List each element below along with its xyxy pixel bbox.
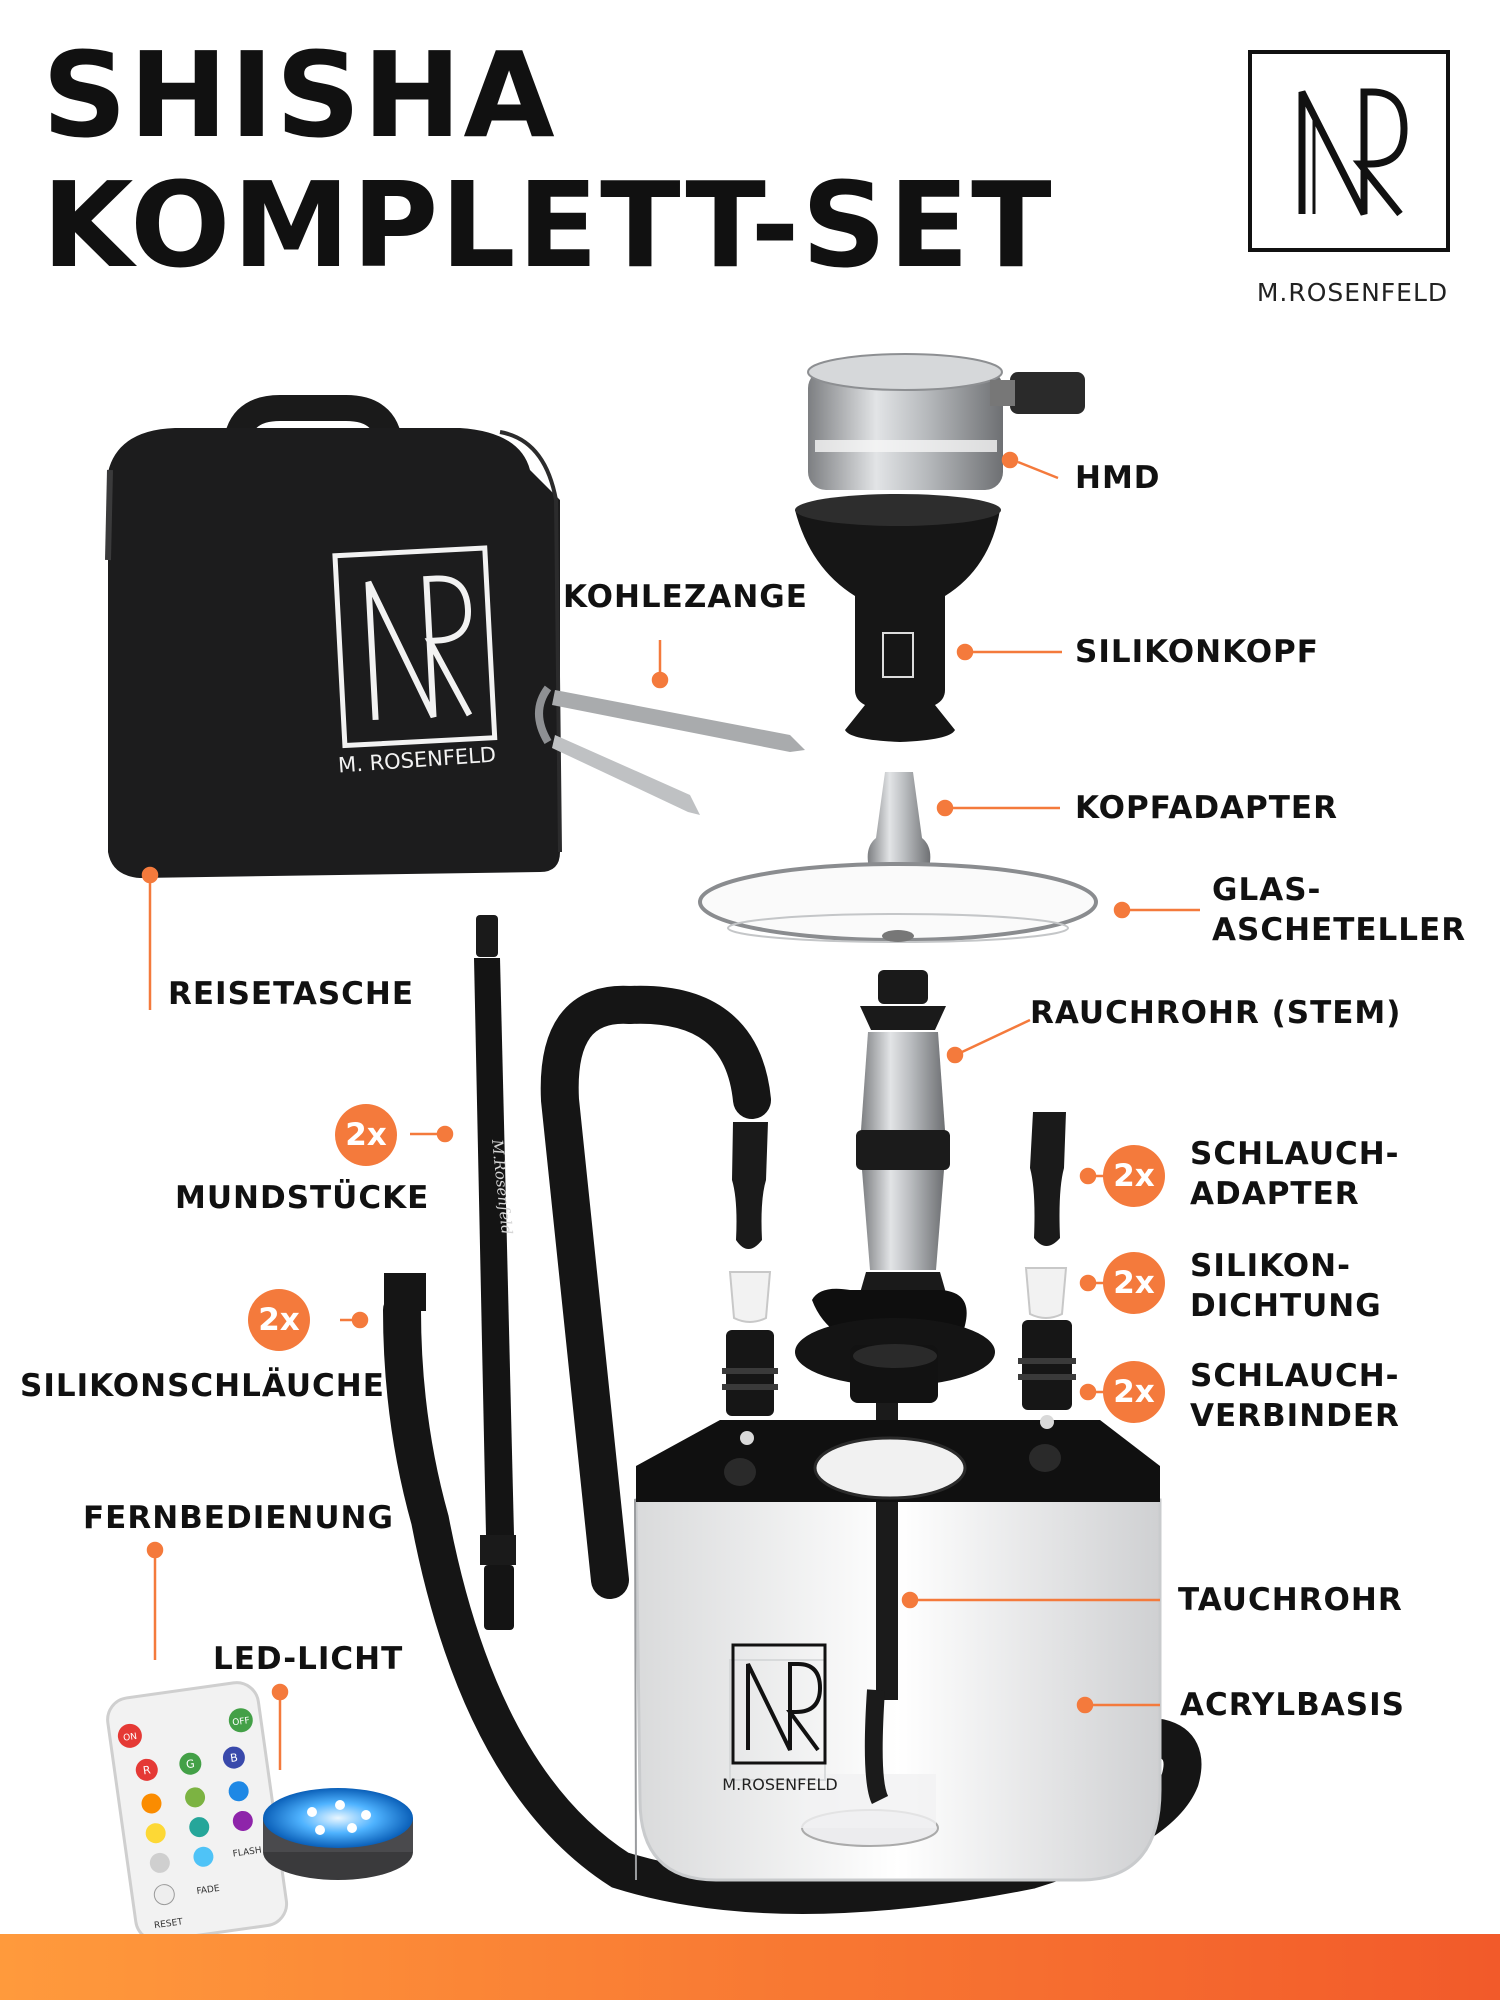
label-schlauchverbinder-line-1: SCHLAUCH- xyxy=(1190,1358,1400,1394)
hose-parts-left xyxy=(722,1122,778,1416)
label-schlauchadapter-line-1: SCHLAUCH- xyxy=(1190,1136,1400,1172)
label-kopfadapter: KOPFADAPTER xyxy=(1075,790,1338,826)
label-tauchrohr: TAUCHROHR xyxy=(1178,1582,1403,1618)
brand-logo xyxy=(1248,50,1450,252)
label-schlauchadapter: SCHLAUCH- ADAPTER xyxy=(1190,1134,1400,1214)
stem-rauchrohr xyxy=(856,970,950,1322)
remote-control: ON OFF R G B FLASH FADE RESET xyxy=(106,1681,289,1943)
remote-key-fade: FADE xyxy=(196,1884,221,1897)
remote-key-reset: RESET xyxy=(154,1917,184,1931)
label-silikondichtung-line-2: DICHTUNG xyxy=(1190,1288,1382,1324)
badge-schlauchverbinder-qty: 2x xyxy=(1103,1361,1165,1423)
label-acrylbasis: ACRYLBASIS xyxy=(1180,1687,1405,1723)
label-schlauchverbinder-line-2: VERBINDER xyxy=(1190,1398,1400,1434)
remote-key-b: B xyxy=(229,1751,238,1765)
brand-name: M.ROSENFELD xyxy=(1256,278,1449,307)
label-schlauchadapter-line-2: ADAPTER xyxy=(1190,1176,1360,1212)
label-led-licht: LED-LICHT xyxy=(213,1641,404,1677)
label-glas-line-2: ASCHETELLER xyxy=(1212,912,1467,948)
label-silikondichtung-line-1: SILIKON- xyxy=(1190,1248,1351,1284)
label-glas-aschteller: GLAS- ASCHETELLER xyxy=(1212,870,1466,950)
remote-key-r: R xyxy=(142,1763,152,1777)
base-brand-print: M.ROSENFELD xyxy=(722,1775,837,1794)
bottom-accent-bar xyxy=(0,1934,1500,2000)
label-reisetasche: REISETASCHE xyxy=(168,976,415,1012)
remote-key-off: OFF xyxy=(232,1716,251,1728)
label-hmd: HMD xyxy=(1075,460,1161,496)
remote-key-on: ON xyxy=(123,1732,138,1744)
mouthpiece: M.Rosenfeld xyxy=(474,915,516,1630)
label-silikonschlaeuche: SILIKONSCHLÄUCHE xyxy=(20,1368,385,1404)
label-fernbedienung: FERNBEDIENUNG xyxy=(83,1500,394,1536)
label-schlauchverbinder: SCHLAUCH- VERBINDER xyxy=(1190,1356,1400,1436)
title-line-1: SHISHA xyxy=(42,26,557,164)
nr-monogram-icon xyxy=(1298,88,1408,217)
badge-schlauchadapter-qty: 2x xyxy=(1103,1145,1165,1207)
hmd-heat-manager xyxy=(807,353,1085,490)
hose-parts-right xyxy=(1018,1112,1076,1410)
label-glas-line-1: GLAS- xyxy=(1212,872,1322,908)
label-mundstuecke: MUNDSTÜCKE xyxy=(175,1180,430,1216)
badge-silikonschlaeuche-qty: 2x xyxy=(248,1289,310,1351)
page-title: SHISHA KOMPLETT-SET xyxy=(42,30,1054,290)
title-line-2: KOMPLETT-SET xyxy=(42,156,1054,294)
silicone-bowl xyxy=(795,494,1001,742)
label-rauchrohr: RAUCHROHR (STEM) xyxy=(1030,995,1402,1031)
glass-ash-plate xyxy=(698,862,1098,943)
remote-key-flash: FLASH xyxy=(232,1846,262,1860)
badge-mundstuecke-qty: 2x xyxy=(335,1104,397,1166)
leader-lines xyxy=(141,451,1200,1770)
led-light xyxy=(263,1788,413,1880)
travel-bag xyxy=(105,395,562,878)
acrylic-base: M.ROSENFELD xyxy=(633,1288,1162,1882)
silicone-hose-1 xyxy=(540,985,771,1599)
charcoal-tongs xyxy=(535,685,805,815)
badge-silikondichtung-qty: 2x xyxy=(1103,1252,1165,1314)
label-silikonkopf: SILIKONKOPF xyxy=(1075,634,1319,670)
label-silikondichtung: SILIKON- DICHTUNG xyxy=(1190,1246,1382,1326)
remote-key-g: G xyxy=(185,1757,195,1771)
label-kohlezange: KOHLEZANGE xyxy=(563,579,808,615)
